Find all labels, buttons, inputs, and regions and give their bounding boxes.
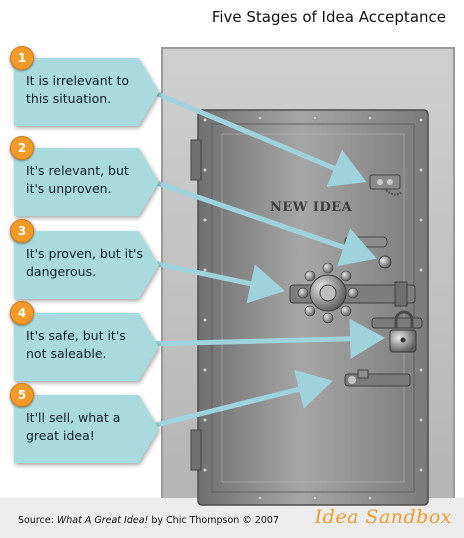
- arrow-4: [145, 318, 385, 359]
- stage-text: It's relevant, but it's unproven.: [26, 163, 129, 196]
- source-book-title: What A Great Idea!: [56, 515, 149, 526]
- hinge-top: [190, 139, 202, 181]
- arrow-1: [145, 87, 367, 187]
- stage-number-badge: 1: [10, 46, 34, 70]
- source-suffix: by Chic Thompson © 2007: [148, 515, 279, 526]
- stage-number-badge: 3: [10, 219, 34, 243]
- brand-logo: Idea Sandbox: [314, 506, 452, 528]
- stage-callout-3: It's proven, but it's dangerous. 3: [10, 219, 159, 299]
- stage-text: It is irrelevant to this situation.: [26, 73, 130, 106]
- hinge-bottom: [190, 429, 202, 471]
- arrow-3: [145, 259, 285, 304]
- arrow-2: [145, 177, 377, 267]
- lock-wheel: [289, 262, 416, 324]
- stage-number-badge: 4: [10, 301, 34, 325]
- stage-number-badge: 2: [10, 136, 34, 160]
- bottom-bolt: [344, 369, 411, 387]
- padlock: [371, 310, 423, 353]
- stage-text: It'll sell, what a great idea!: [26, 410, 121, 443]
- stage-text: It's proven, but it's dangerous.: [26, 246, 143, 279]
- stage-number-badge: 5: [10, 383, 34, 407]
- page-title: Five Stages of Idea Acceptance: [211, 8, 446, 26]
- stage-callout-4: It's safe, but it's not saleable. 4: [10, 301, 159, 381]
- source-citation: Source: What A Great Idea! by Chic Thomp…: [18, 515, 279, 526]
- door-label: NEW IDEA: [270, 200, 353, 215]
- arrow-5: [145, 369, 333, 430]
- source-prefix: Source:: [18, 515, 57, 526]
- stage-callout-2: It's relevant, but it's unproven. 2: [10, 136, 159, 216]
- stage-callout-1: It is irrelevant to this situation. 1: [10, 46, 159, 126]
- stage-text: It's safe, but it's not saleable.: [26, 328, 126, 361]
- stage-callout-5: It'll sell, what a great idea! 5: [10, 383, 159, 463]
- arrows: [145, 87, 385, 430]
